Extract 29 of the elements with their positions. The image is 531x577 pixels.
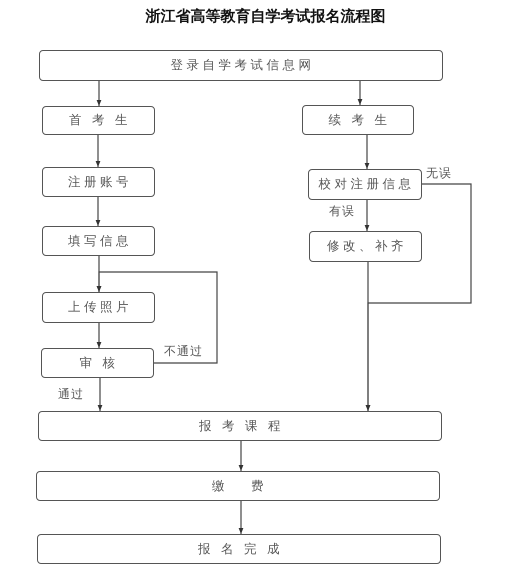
diagram-title: 浙江省高等教育自学考试报名流程图 (146, 7, 386, 26)
process-box: 报 考 课 程 (38, 411, 442, 441)
edge-label: 无误 (425, 166, 453, 180)
arrow (96, 135, 100, 167)
arrow (358, 81, 362, 105)
process-box: 首 考 生 (42, 106, 155, 135)
arrow (366, 262, 370, 411)
edge-label: 有误 (328, 204, 356, 218)
arrow (98, 378, 102, 411)
arrow (96, 323, 102, 348)
edge-label: 通过 (57, 387, 85, 401)
edge-label: 不通过 (163, 344, 204, 358)
arrow (96, 271, 218, 364)
arrow (238, 501, 244, 534)
process-box: 校对注册信息 (308, 169, 422, 200)
arrow (238, 441, 244, 471)
arrow (364, 135, 370, 169)
process-box: 修改、补齐 (309, 231, 422, 262)
arrow (364, 200, 370, 231)
process-box: 报 名 完 成 (37, 534, 441, 564)
process-box: 登录自学考试信息网 (39, 50, 443, 81)
process-box: 填写信息 (42, 226, 155, 256)
arrow (96, 197, 100, 226)
process-box: 缴 费 (36, 471, 440, 501)
process-box: 注册账号 (42, 167, 155, 197)
process-box: 审 核 (41, 348, 154, 378)
arrow (96, 81, 102, 106)
process-box: 续 考 生 (302, 105, 414, 135)
process-box: 上传照片 (42, 292, 155, 323)
